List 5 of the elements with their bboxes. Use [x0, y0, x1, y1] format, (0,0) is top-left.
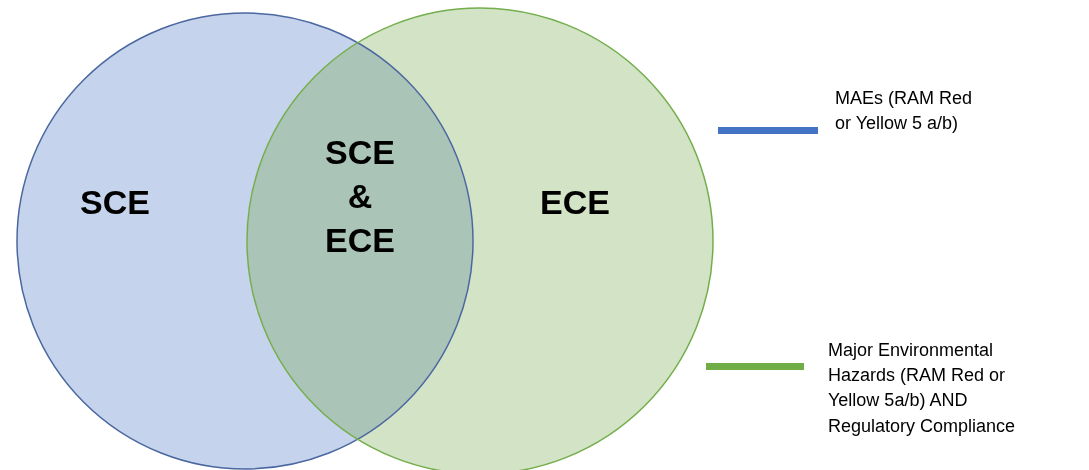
legend-text: MAEs (RAM Red or Yellow 5 a/b) [835, 87, 974, 136]
legend-text: Major Environmental Hazards (RAM Red or Yellow 5a/b) AND Regulatory Compliance [828, 339, 1017, 438]
circle-label: ECE [540, 182, 610, 223]
circle-label: SCE [80, 182, 150, 223]
overlap-label: SCE & ECE [324, 132, 396, 262]
